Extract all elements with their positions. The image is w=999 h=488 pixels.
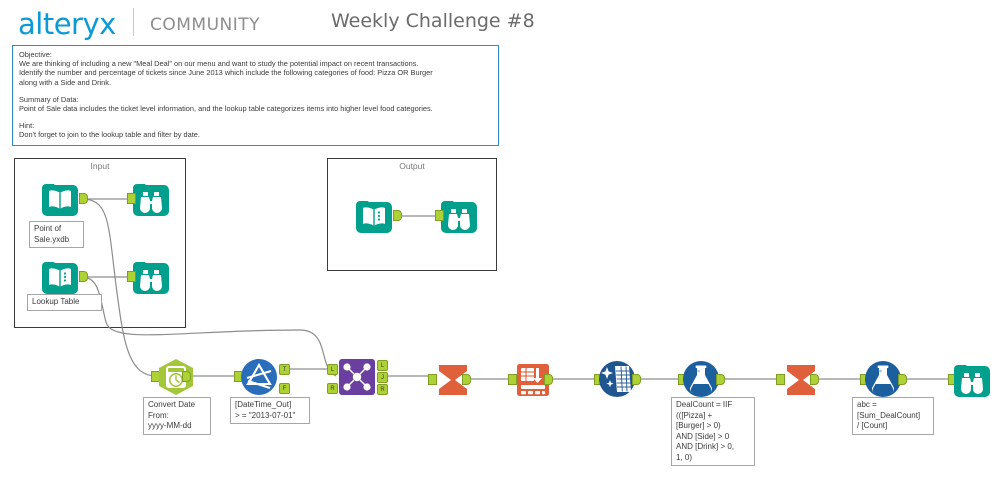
summary-heading: Summary of Data: xyxy=(19,94,79,104)
browse-icon xyxy=(133,184,169,216)
tool-join[interactable] xyxy=(338,358,376,396)
formula-icon xyxy=(865,361,901,397)
formula-icon xyxy=(683,361,719,397)
anchor-input-summarize-1[interactable] xyxy=(428,374,437,385)
page-title: Weekly Challenge #8 xyxy=(331,10,535,32)
input-data-icon xyxy=(42,262,78,294)
anchor-output-cleanse[interactable] xyxy=(632,374,641,385)
annotation-convert-date: Convert Date From: yyyy-MM-dd xyxy=(143,397,211,435)
container-label-output: Output xyxy=(399,161,425,171)
tool-input-data-point-of-sale[interactable] xyxy=(41,180,79,218)
join-icon xyxy=(339,359,375,395)
data-cleansing-icon xyxy=(599,361,635,397)
alteryx-logo: alteryx xyxy=(18,7,116,41)
header-community-label: COMMUNITY xyxy=(150,15,261,35)
anchor-input-join-left[interactable]: L xyxy=(327,364,338,375)
annotation-deal-count-formula: DealCount = IIF (([Pizza] + [Burger] > 0… xyxy=(671,397,755,466)
tool-browse-final[interactable] xyxy=(953,361,991,399)
tool-filter[interactable] xyxy=(240,358,278,396)
anchor-output-join-left[interactable]: L xyxy=(377,360,388,371)
anchor-output-filter-true[interactable]: T xyxy=(279,364,290,375)
crosstab-icon xyxy=(517,364,549,396)
anchor-output-filter-false[interactable]: F xyxy=(279,383,290,394)
container-label-input: Input xyxy=(90,161,110,171)
filter-icon xyxy=(241,359,277,395)
summary-body: Point of Sale data includes the ticket l… xyxy=(19,104,433,114)
tool-datetime[interactable] xyxy=(157,358,195,396)
anchor-output-datetime[interactable] xyxy=(182,371,191,382)
anchor-input-summarize-2[interactable] xyxy=(776,374,785,385)
anchor-input-browse-lookup[interactable] xyxy=(127,271,136,282)
tool-summarize-2[interactable] xyxy=(782,361,820,399)
anchor-output-summarize-2[interactable] xyxy=(810,374,819,385)
browse-icon xyxy=(954,365,990,397)
tool-output-input-data[interactable] xyxy=(355,197,393,235)
anchor-output-summarize-1[interactable] xyxy=(462,374,471,385)
objective-textbox: Objective: We are thinking of including … xyxy=(12,45,499,146)
summarize-icon xyxy=(439,365,467,395)
tool-output-browse[interactable] xyxy=(440,197,478,235)
tool-summarize-1[interactable] xyxy=(434,361,472,399)
anchor-input-output-browse[interactable] xyxy=(435,210,444,221)
objective-body: We are thinking of including a new "Meal… xyxy=(19,59,433,87)
anchor-input-crosstab[interactable] xyxy=(508,374,517,385)
tool-formula-2[interactable] xyxy=(864,360,902,398)
anchor-input-browse-pos[interactable] xyxy=(127,193,136,204)
anchor-output-join-right[interactable]: R xyxy=(377,384,388,395)
annotation-point-of-sale: Point of Sale.yxdb xyxy=(29,221,84,248)
hint-heading: Hint: xyxy=(19,121,35,131)
summarize-icon xyxy=(787,365,815,395)
browse-icon xyxy=(441,201,477,233)
anchor-output-join-join[interactable]: J xyxy=(377,372,388,383)
tool-data-cleansing[interactable] xyxy=(598,360,636,398)
annotation-percentage-formula: abc = [Sum_DealCount] / [Count] xyxy=(852,397,934,435)
anchor-output-formula-1[interactable] xyxy=(716,374,725,385)
hint-body: Don't forget to join to the lookup table… xyxy=(19,130,200,140)
input-data-icon xyxy=(356,201,392,233)
annotation-filter-expression: [DateTime_Out] > = "2013-07-01" xyxy=(230,397,310,424)
anchor-output-point-of-sale[interactable] xyxy=(79,193,88,204)
datetime-icon xyxy=(159,359,193,395)
tool-input-data-lookup-table[interactable] xyxy=(41,258,79,296)
anchor-output-formula-2[interactable] xyxy=(898,374,907,385)
input-data-icon xyxy=(42,184,78,216)
annotation-lookup-table: Lookup Table xyxy=(27,294,102,311)
anchor-output-lookup-table[interactable] xyxy=(79,271,88,282)
tool-browse-lookup-table[interactable] xyxy=(132,258,170,296)
anchor-output-output-input[interactable] xyxy=(393,210,402,221)
browse-icon xyxy=(133,262,169,294)
objective-heading: Objective: xyxy=(19,50,52,59)
tool-formula-1[interactable] xyxy=(682,360,720,398)
anchor-input-join-right[interactable]: R xyxy=(327,383,338,394)
header-divider xyxy=(133,8,134,36)
tool-browse-point-of-sale[interactable] xyxy=(132,180,170,218)
anchor-output-crosstab[interactable] xyxy=(544,374,553,385)
tool-crosstab[interactable] xyxy=(514,361,552,399)
